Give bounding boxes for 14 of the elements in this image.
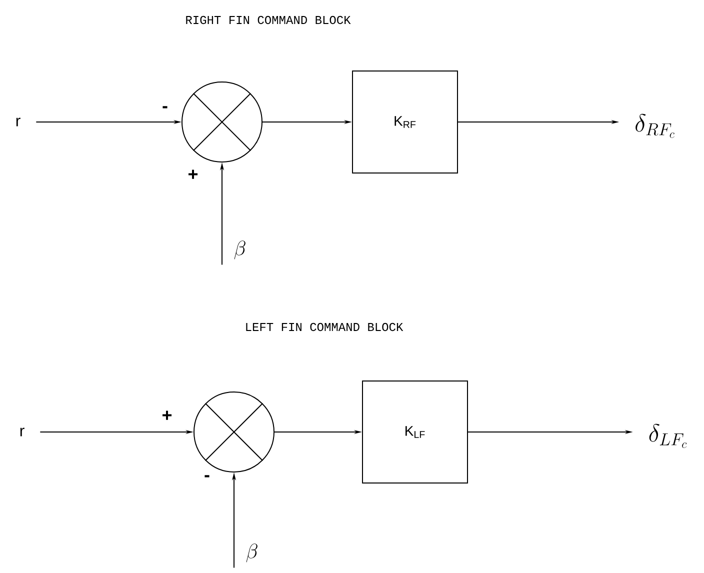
gain-block: K$_{LF}$ xyxy=(362,380,468,484)
summing-junction xyxy=(182,82,262,162)
output-symbol: $\delta_{LF_c}$ xyxy=(649,424,687,448)
input-symbol: $\beta$ xyxy=(234,240,246,260)
input-symbol: $\beta$ xyxy=(246,544,258,562)
input-symbol: r xyxy=(16,118,20,126)
output-symbol: $\delta_{RF_c}$ xyxy=(636,114,674,138)
block-title: RIGHT FIN COMMAND BLOCK xyxy=(186,16,351,24)
input-symbol: r xyxy=(20,428,24,436)
block-title: LEFT FIN COMMAND BLOCK xyxy=(246,322,404,332)
sign-label: + xyxy=(162,410,172,420)
summing-junction xyxy=(194,392,274,472)
gain-block: K$_{RF}$ xyxy=(352,70,458,174)
sign-label: - xyxy=(162,106,168,108)
